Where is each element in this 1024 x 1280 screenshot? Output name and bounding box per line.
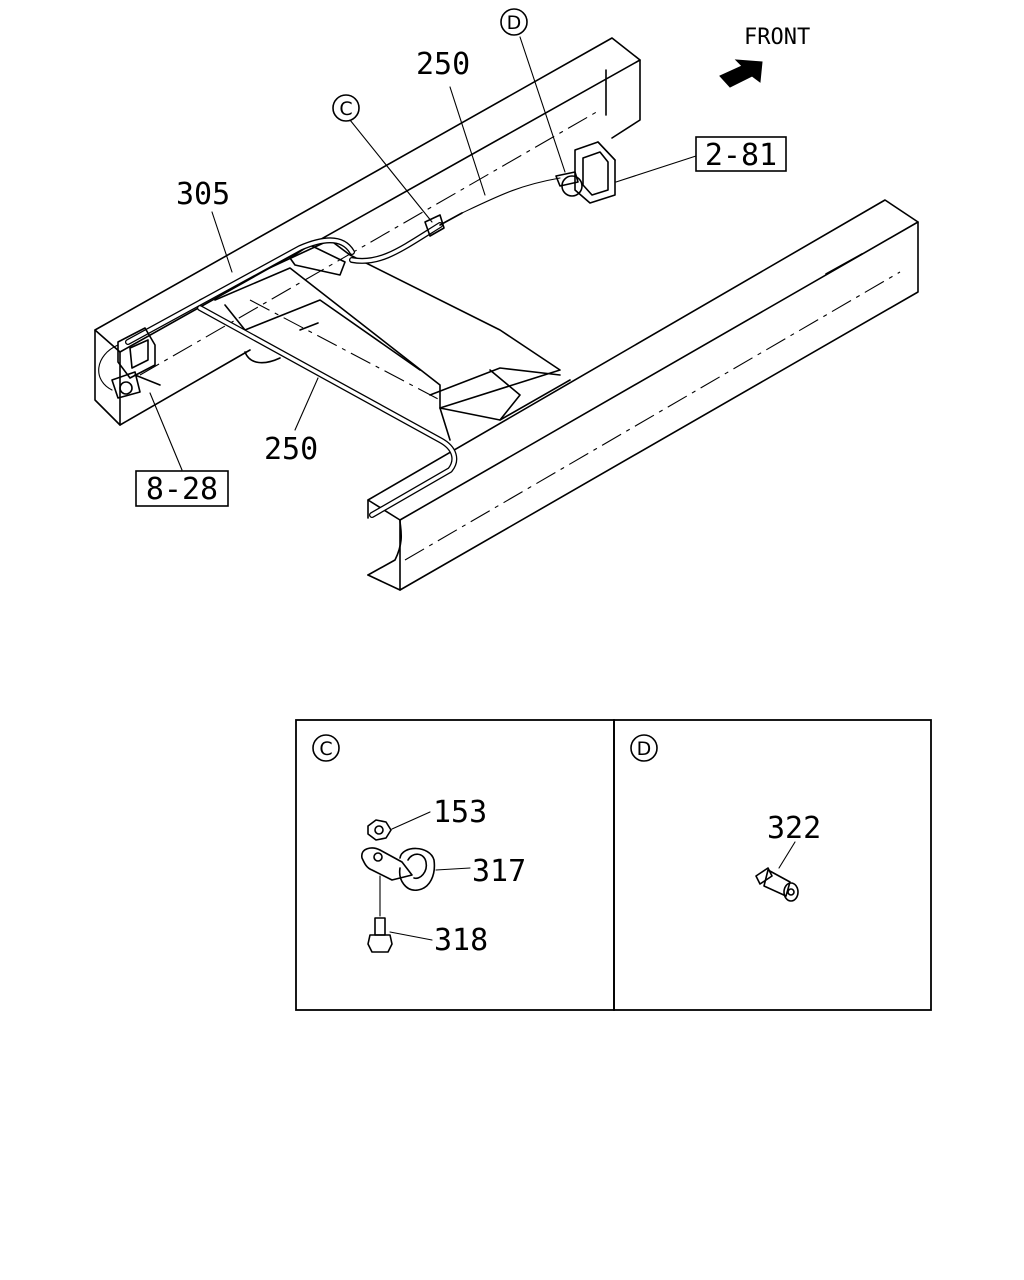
svg-text:D: D — [637, 738, 652, 760]
part-number-322: 322 — [767, 811, 821, 846]
clip-317 — [361, 847, 436, 891]
svg-text:8-28: 8-28 — [146, 472, 218, 507]
right-frame-rail — [367, 199, 919, 591]
fitting-322 — [755, 867, 799, 902]
detail-panel-d: D 322 — [613, 719, 932, 1011]
svg-text:C: C — [339, 98, 352, 120]
valve-assembly — [98, 327, 161, 399]
nut-153 — [367, 819, 392, 841]
reference-2-81[interactable]: 2-81 — [695, 136, 787, 173]
front-label: FRONT — [744, 25, 810, 50]
front-arrow-icon — [719, 59, 763, 88]
callout-c: C — [332, 94, 360, 122]
pipe-250-upper — [349, 177, 561, 264]
reference-8-28[interactable]: 8-28 — [135, 470, 229, 507]
detail-panel-c: C 153 317 318 — [295, 719, 615, 1011]
sensor-box — [555, 141, 616, 204]
leader-lines — [149, 36, 697, 471]
part-number-317: 317 — [472, 854, 526, 889]
part-number-318: 318 — [434, 923, 488, 958]
callout-d: D — [500, 8, 528, 36]
svg-text:C: C — [319, 738, 332, 760]
part-number-250-top: 250 — [416, 47, 470, 82]
crossmember — [199, 239, 571, 441]
svg-text:2-81: 2-81 — [705, 138, 777, 173]
svg-text:D: D — [507, 12, 522, 34]
part-number-153: 153 — [433, 795, 487, 830]
left-frame-rail — [94, 37, 641, 426]
front-direction-indicator: FRONT — [719, 25, 810, 88]
part-number-305: 305 — [176, 177, 230, 212]
pipe-250-lower — [197, 305, 458, 518]
part-number-250-bottom: 250 — [264, 432, 318, 467]
pipe-305 — [125, 237, 355, 345]
bolt-318 — [367, 917, 393, 953]
